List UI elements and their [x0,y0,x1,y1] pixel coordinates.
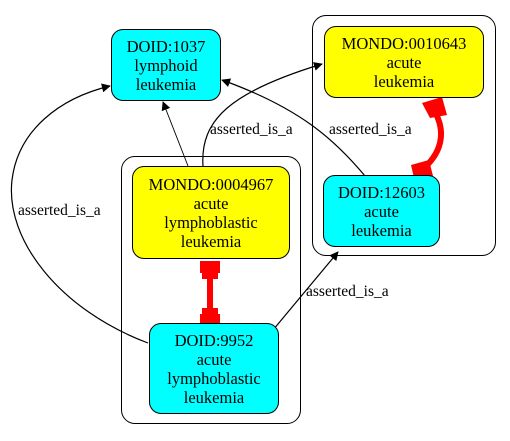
node-mondo-0010643[interactable]: MONDO:0010643 acute leukemia [324,26,484,98]
node-label-line: leukemia [351,220,412,240]
node-label-line: lymphoblastic [164,212,258,232]
node-label-line: leukemia [373,71,435,91]
edge-label: asserted_is_a [18,202,101,219]
cluster-acute-lymphoblastic-leukemia [121,156,301,424]
node-label-line: leukemia [180,231,242,251]
node-label-line: acute [193,193,229,213]
edge-4967-to-1037 [161,101,189,167]
node-label-line: acute [386,52,422,72]
node-doid-9952[interactable]: DOID:9952 acute lymphoblastic leukemia [149,323,279,414]
node-label-line: lymphoid [134,55,198,75]
edge-label: asserted_is_a [210,121,293,138]
node-id: DOID:9952 [174,330,254,350]
cluster-acute-leukemia [312,15,496,256]
node-label-line: leukemia [183,387,245,407]
node-label-line: acute [196,349,232,369]
node-doid-1037[interactable]: DOID:1037 lymphoid leukemia [111,29,221,101]
node-doid-12603[interactable]: DOID:12603 acute leukemia [323,175,440,247]
equivalence-edge-0010643-12603 [411,97,447,178]
edge-4967-to-0010643 [202,62,323,167]
edge-12603-to-1037 [221,78,366,177]
node-id: DOID:12603 [337,182,426,202]
edge-label: asserted_is_a [306,283,389,300]
edge-9952-to-1037 [10,83,149,344]
node-id: DOID:1037 [126,36,206,56]
edge-label: asserted_is_a [329,121,412,138]
node-id: MONDO:0004967 [148,174,274,194]
node-label-line: lymphoblastic [167,368,261,388]
node-id: MONDO:0010643 [341,33,467,53]
node-mondo-0004967[interactable]: MONDO:0004967 acute lymphoblastic leukem… [132,166,290,259]
node-label-line: leukemia [135,74,197,94]
node-label-line: acute [364,201,399,221]
